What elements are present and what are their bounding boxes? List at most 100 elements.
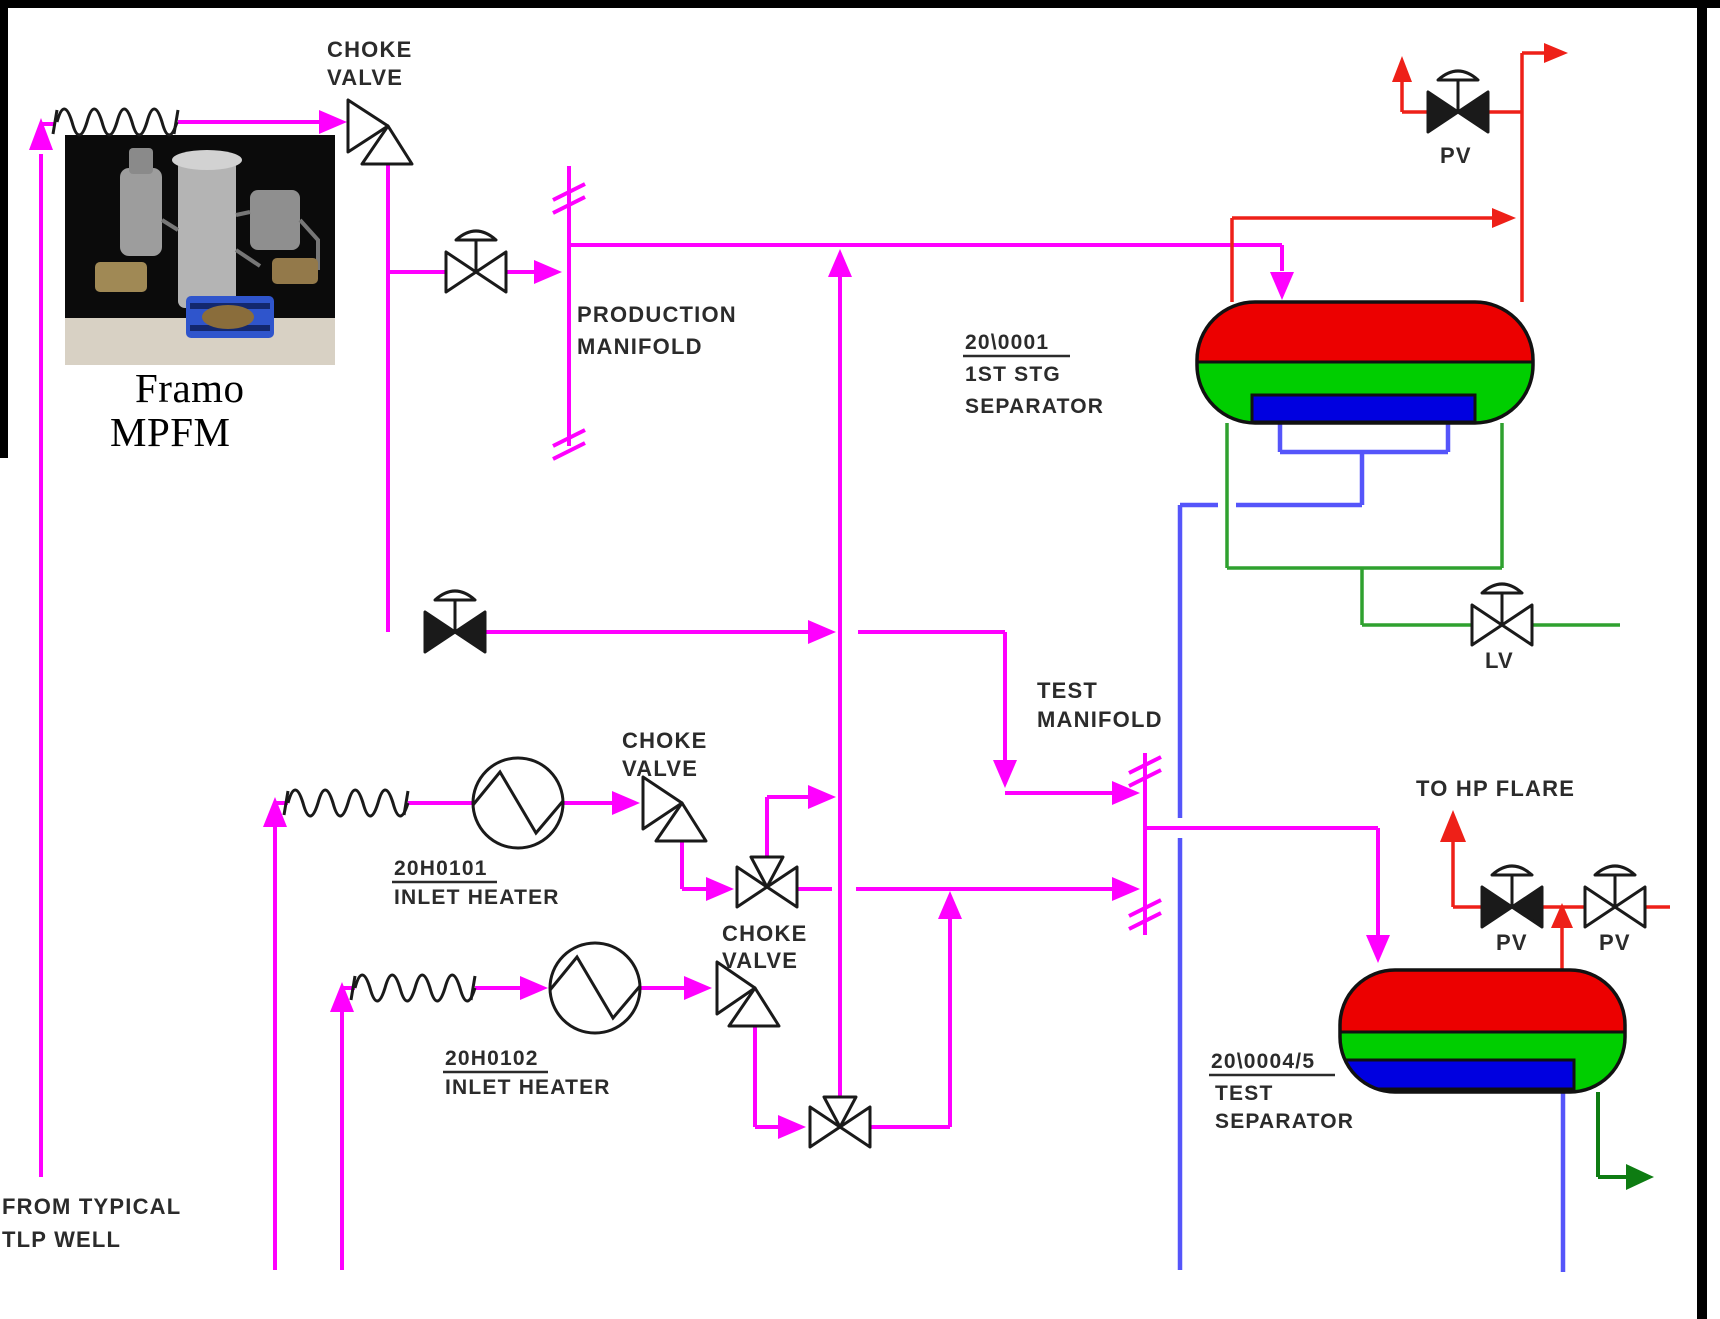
label-heater2-service: INLET HEATER — [445, 1076, 611, 1099]
label-heater1-service: INLET HEATER — [394, 886, 560, 909]
arrow-to-hp-flare — [1440, 810, 1466, 842]
label-from-well-2: TLP WELL — [2, 1227, 121, 1252]
label-sep2-tag: 20\0004/5 — [1211, 1050, 1315, 1073]
oil-lines — [1225, 423, 1654, 1190]
choke-valve-3 — [715, 960, 781, 1028]
manifold-break-tick — [552, 441, 586, 461]
sep1-water-boot — [1250, 393, 1477, 423]
label-choke-valve-low: CHOKE — [722, 921, 807, 946]
pv-valve-test-open — [1583, 864, 1647, 929]
valve-right-wedge — [1613, 885, 1647, 929]
arrow-up-test-sep-gas — [1551, 903, 1573, 928]
choke1-body-h — [346, 98, 390, 154]
valve-right-wedge — [474, 250, 508, 294]
arrow-up-central — [828, 249, 852, 277]
valve-actuator-cap — [1593, 864, 1637, 877]
hose-wave — [353, 973, 477, 1003]
arrow-into-3way2 — [778, 1115, 806, 1139]
pipe-choke2-drop — [680, 841, 706, 891]
manifold-break-tick — [552, 195, 586, 215]
choke3-body-h — [715, 960, 757, 1016]
arrow-flare-top-right — [1544, 43, 1568, 63]
pv-valve-sep1 — [1426, 69, 1490, 134]
manifold-break-tick — [552, 428, 586, 448]
valve-left-wedge — [808, 1105, 842, 1149]
pipe-3way2-right-branch — [870, 919, 952, 1129]
arrow-into-choke1 — [319, 110, 347, 134]
gas-lines — [1230, 43, 1670, 970]
arrow-oil-out — [1626, 1164, 1654, 1190]
choke2-body-h — [641, 775, 684, 831]
meter-body — [178, 160, 236, 308]
valve-right-wedge — [453, 610, 487, 654]
inlet-heater-2 — [548, 941, 642, 1035]
sep2-gas-section — [1340, 970, 1625, 1033]
label-pv-test-left: PV — [1496, 930, 1528, 955]
valve-right-wedge — [765, 865, 799, 909]
meter-right-cylinder — [250, 190, 300, 250]
arrow-into-3way1 — [706, 877, 734, 901]
meter-tubing — [160, 210, 320, 270]
label-test-manifold: TEST — [1037, 678, 1098, 703]
arrow-into-test-manifold-upper — [1112, 781, 1140, 805]
arrow-pv-vent-up — [1392, 56, 1412, 82]
label-choke-valve-low-2: VALVE — [722, 948, 798, 973]
valve-left-wedge — [1583, 885, 1617, 929]
arrow-up-well2 — [263, 797, 287, 827]
valve-right-wedge — [1510, 885, 1544, 929]
hose-wave — [55, 107, 179, 137]
arrow-into-separator1 — [1270, 272, 1294, 300]
label-sep1-type: SEPARATOR — [965, 395, 1104, 418]
meter-top-flange — [172, 150, 242, 170]
arrow-up-well3 — [330, 982, 354, 1012]
multiphase-lines — [29, 110, 1390, 1270]
manifold-break-tick — [1128, 898, 1162, 918]
arrow-bypass — [808, 620, 836, 644]
label-from-well: FROM TYPICAL — [2, 1194, 181, 1219]
pipe-sep1-gas-out — [1230, 216, 1492, 302]
valve-left-wedge — [1470, 603, 1504, 647]
arrow-up-into-test-header — [938, 891, 962, 919]
label-mpfm: MPFM — [110, 409, 231, 455]
separator1-vessel — [1195, 300, 1535, 425]
valve-left-wedge — [423, 610, 457, 654]
choke1-body-v — [360, 124, 414, 166]
manifold-break-tick — [1128, 911, 1162, 931]
label-heater2-tag: 20H0102 — [445, 1047, 539, 1070]
valve-right-wedge — [1456, 90, 1490, 134]
valve-left-wedge — [444, 250, 478, 294]
pipe-test-sep-oil — [1596, 1092, 1626, 1179]
valve-right-wedge — [1500, 603, 1534, 647]
border-right — [1697, 0, 1707, 1319]
arrow-into-test-manifold-lower — [1112, 877, 1140, 901]
meter-brass-fitting-2 — [272, 258, 318, 284]
border-top — [0, 0, 1720, 8]
valve-right-wedge — [838, 1105, 872, 1149]
flex-hose-well3 — [349, 973, 477, 1003]
pipe-choke3-drop — [753, 1026, 778, 1129]
prod-manifold-valve — [444, 229, 508, 294]
label-sep1-tag: 20\0001 — [965, 331, 1049, 354]
label-choke-valve-top: CHOKE — [327, 37, 412, 62]
arrow-into-central — [808, 785, 836, 809]
arrow-down-bypass — [993, 760, 1017, 788]
sep1-shell — [1195, 300, 1535, 425]
valve-top-wedge — [749, 855, 785, 889]
label-test-manifold-2: MANIFOLD — [1037, 707, 1163, 732]
mpfm-photo — [65, 135, 335, 365]
three-way-valve-2 — [808, 1095, 872, 1149]
valve-actuator-cap — [1490, 864, 1534, 877]
pipe-test-sep-gas-header — [1451, 842, 1670, 909]
valve-left-wedge — [735, 865, 769, 909]
choke2-body-v — [654, 801, 708, 843]
hose-wave — [286, 788, 410, 818]
separator2-vessel — [1338, 968, 1627, 1094]
valve-actuator-cap — [1436, 69, 1480, 82]
border-left — [0, 0, 8, 458]
manifold-break-tick — [1128, 768, 1162, 788]
label-sep2-service: TEST — [1215, 1082, 1273, 1105]
pipe-pv-branch — [1400, 82, 1522, 114]
arrow-up-well1 — [29, 118, 53, 150]
label-framo: Framo — [135, 365, 245, 411]
